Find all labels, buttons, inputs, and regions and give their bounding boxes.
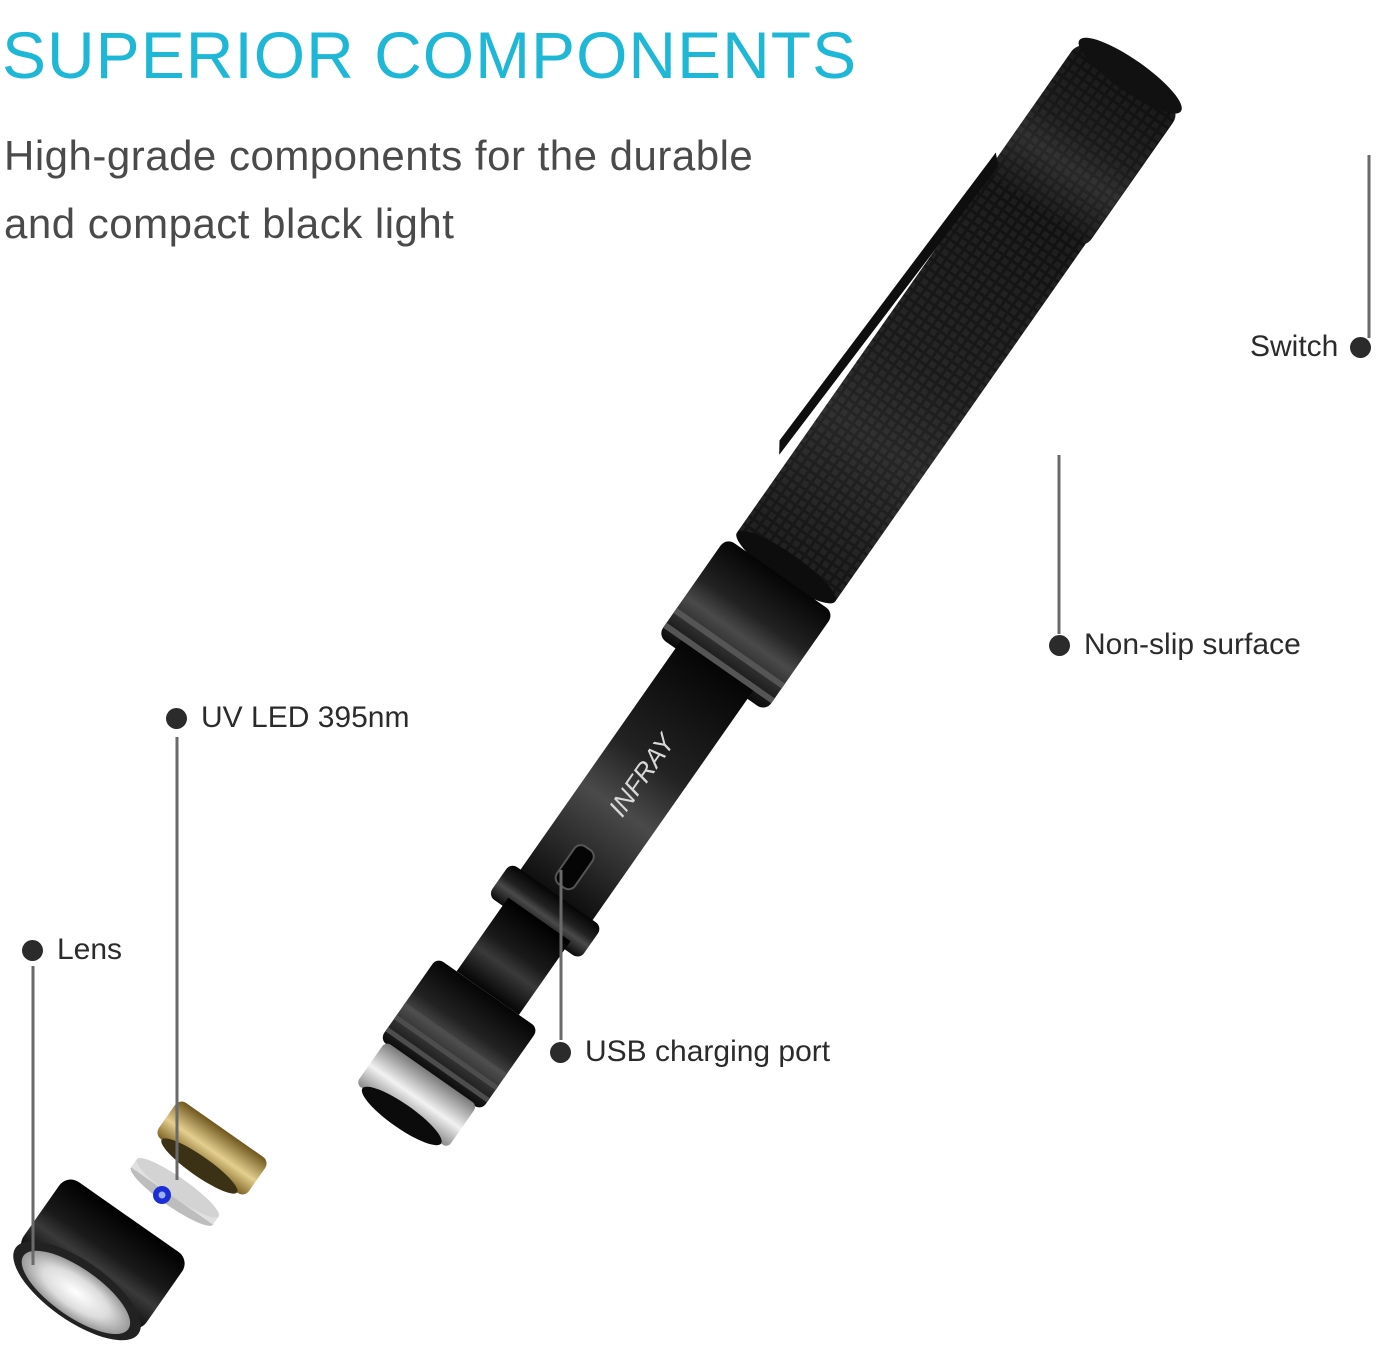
pocket-clip xyxy=(779,152,999,455)
callout-switch: Switch xyxy=(1250,330,1372,363)
callout-lens-label: Lens xyxy=(57,933,123,966)
usb-ring xyxy=(490,865,600,957)
lens-cap xyxy=(13,1179,185,1341)
callout-non-slip-label: Non-slip surface xyxy=(1084,628,1301,661)
callout-dot-icon xyxy=(166,707,187,729)
callout-dot-icon xyxy=(1049,634,1070,656)
silver-ring xyxy=(358,1043,476,1146)
subtitle-line-1: High-grade components for the durable xyxy=(4,132,754,179)
page-title: SUPERIOR COMPONENTS xyxy=(2,18,858,92)
uv-led-disc xyxy=(130,1157,220,1226)
callout-usb-label: USB charging port xyxy=(585,1035,831,1068)
callout-non-slip: Non-slip surface xyxy=(1049,630,1301,660)
subtitle-line-2: and compact black light xyxy=(4,200,455,247)
callout-switch-label: Switch xyxy=(1250,330,1339,363)
callout-dot-icon xyxy=(550,1041,571,1063)
callout-dot-icon xyxy=(1350,336,1372,358)
callout-dot-icon xyxy=(22,939,43,961)
callout-uv-led: UV LED 395nm xyxy=(166,703,409,733)
flashlight-body: INFRAY xyxy=(358,37,1182,1146)
brass-ring xyxy=(157,1101,267,1195)
callout-usb: USB charging port xyxy=(550,1037,830,1067)
lens-glass xyxy=(21,1250,131,1335)
callout-uv-led-label: UV LED 395nm xyxy=(201,701,410,734)
callout-lens: Lens xyxy=(22,935,122,965)
